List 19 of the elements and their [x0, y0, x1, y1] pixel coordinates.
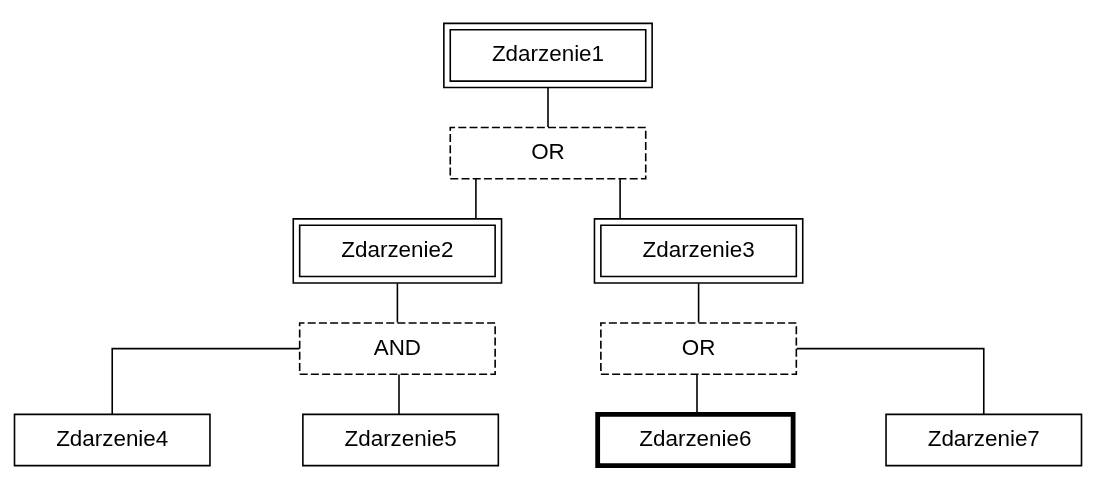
- connector: [619, 177, 621, 220]
- node-box: Zdarzenie4: [13, 413, 211, 466]
- node-box: Zdarzenie5: [302, 413, 500, 466]
- connector: [547, 86, 549, 128]
- node-box: Zdarzenie7: [885, 413, 1083, 466]
- connector: [795, 347, 985, 415]
- connector: [697, 282, 700, 323]
- connector: [475, 177, 477, 220]
- connector: [696, 373, 698, 415]
- node-box: Zdarzenie1: [443, 22, 653, 88]
- connector: [111, 347, 301, 415]
- node-box: OR: [449, 126, 647, 180]
- node-box: Zdarzenie3: [593, 217, 804, 284]
- connector: [398, 373, 400, 415]
- node-box: Zdarzenie6: [595, 411, 796, 468]
- node-box: OR: [600, 321, 798, 375]
- node-box: AND: [298, 321, 496, 375]
- node-box: Zdarzenie2: [292, 217, 503, 284]
- connector: [396, 282, 399, 323]
